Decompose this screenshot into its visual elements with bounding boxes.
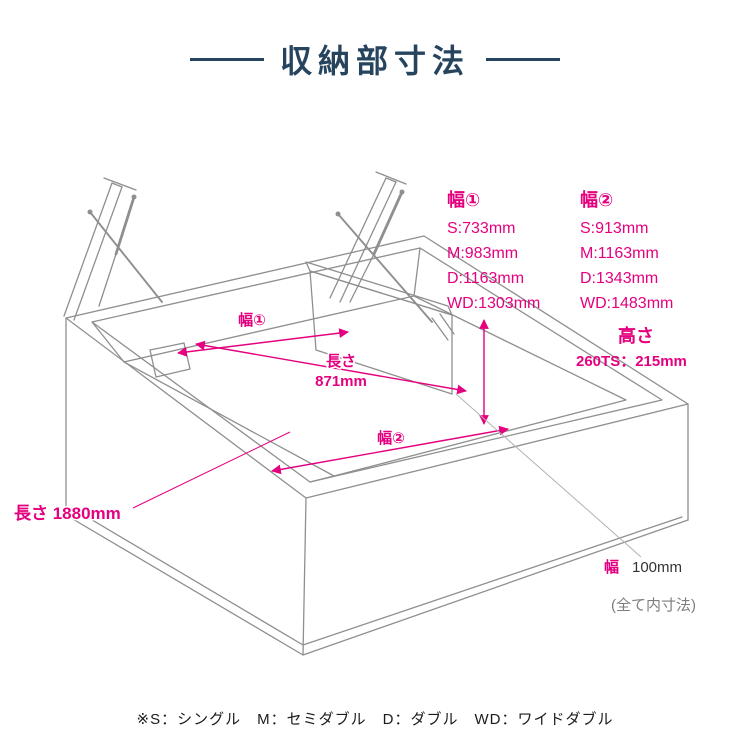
pivot-joint bbox=[399, 189, 405, 195]
width2-size-m: M:1163mm bbox=[580, 245, 659, 262]
inner-corner-back bbox=[413, 247, 421, 297]
width2-legend-title: 幅② bbox=[580, 190, 614, 210]
bracket bbox=[103, 177, 137, 191]
height-legend-title: 高さ bbox=[618, 326, 654, 346]
bottom-edges bbox=[65, 514, 689, 656]
bed-frame-drawing bbox=[65, 235, 689, 656]
inner-length-arrow bbox=[195, 340, 467, 395]
gas-strut-rod bbox=[98, 253, 117, 307]
gas-strut-cylinder bbox=[114, 195, 136, 256]
width2-legend: 幅② S:913mm M:1163mm D:1343mm WD:1483mm bbox=[580, 186, 673, 316]
inner-dimension-note: (全て内寸法) bbox=[611, 596, 696, 614]
gas-strut-rod bbox=[349, 253, 375, 303]
pivot-joint bbox=[87, 209, 93, 215]
strut-anchor-block bbox=[149, 342, 191, 378]
width1-size-s: S:733mm bbox=[447, 220, 516, 237]
width2-inner-label: 幅② bbox=[377, 429, 405, 447]
width1-legend-title: 幅① bbox=[447, 190, 481, 210]
lift-mechanism-middle bbox=[329, 171, 433, 323]
total-length-label: 長さ 1880mm bbox=[14, 504, 121, 523]
lift-arm bbox=[89, 211, 163, 303]
lid-cap bbox=[111, 182, 123, 188]
front-vertical-edge bbox=[302, 497, 307, 656]
height-legend-value: 260TS：215mm bbox=[576, 353, 687, 370]
size-footnote: ※S：シングル M：セミダブル D：ダブル WD：ワイドダブル bbox=[136, 711, 614, 728]
base-inner-line bbox=[71, 507, 683, 646]
width1-size-wd: WD:1303mm bbox=[447, 295, 541, 312]
width1-legend: 幅① S:733mm M:983mm D:1163mm WD:1303mm bbox=[447, 186, 540, 316]
title-rule-right bbox=[486, 57, 560, 61]
width1-size-d: D:1163mm bbox=[447, 270, 525, 287]
bracket bbox=[375, 171, 407, 185]
width2-size-wd: WD:1483mm bbox=[580, 295, 674, 312]
lift-mechanism-left bbox=[63, 177, 163, 321]
pivot-joint bbox=[335, 211, 341, 217]
gas-strut-cylinder bbox=[372, 190, 404, 256]
lid-edge bbox=[63, 182, 113, 317]
width1-inner-label: 幅① bbox=[238, 311, 266, 329]
title-row: 収納部寸法 bbox=[0, 36, 750, 82]
width2-arrow bbox=[271, 425, 509, 475]
depth-width-label: 幅 bbox=[604, 558, 619, 576]
panel-bracket-line-2 bbox=[439, 313, 455, 335]
inner-length-label: 長さ bbox=[326, 353, 356, 370]
lid-edge-2 bbox=[73, 186, 123, 321]
title-rule-left bbox=[189, 57, 264, 61]
pivot-joint bbox=[131, 194, 137, 200]
inner-corner-front bbox=[309, 475, 335, 483]
lid-cap bbox=[385, 177, 397, 183]
lid-edge-2 bbox=[339, 181, 397, 303]
inner-corner-left bbox=[91, 321, 125, 363]
panel-bracket-line bbox=[431, 317, 449, 341]
inner-length-value: 871mm bbox=[315, 373, 367, 390]
dimension-annotations: 幅① 長さ 871mm 幅② 長さ 1880mm 幅 100mm (全て内寸法) bbox=[13, 310, 697, 615]
width2-size-s: S:913mm bbox=[580, 220, 649, 237]
page-title: 収納部寸法 bbox=[279, 43, 470, 79]
width1-size-m: M:983mm bbox=[447, 245, 519, 262]
depth-width-value: 100mm bbox=[632, 559, 682, 576]
panel-top-face bbox=[305, 261, 453, 316]
width1-arrow bbox=[177, 328, 349, 357]
depth-width-leader bbox=[455, 393, 642, 558]
width2-size-d: D:1343mm bbox=[580, 270, 659, 287]
storage-floor bbox=[123, 295, 627, 477]
total-length-leader bbox=[132, 431, 291, 509]
